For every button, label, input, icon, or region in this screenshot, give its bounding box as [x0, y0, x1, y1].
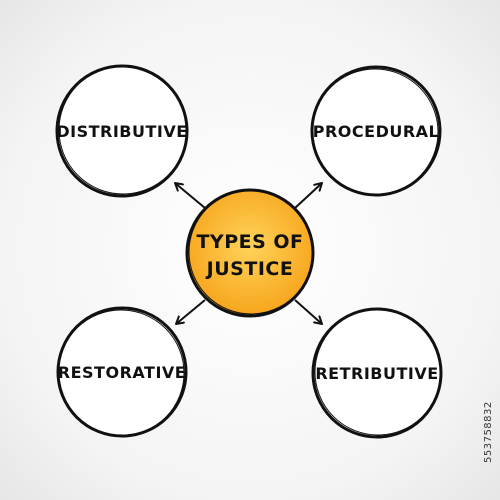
- arrow-to-procedural: [294, 182, 323, 209]
- stock-image-id: 553758832: [483, 401, 494, 463]
- node-label-distributive: DISTRIBUTIVE: [56, 122, 187, 141]
- center-circle-sketch: [188, 189, 314, 315]
- node-label-retributive: RETRIBUTIVE: [315, 364, 438, 383]
- node-label-restorative: RESTORATIVE: [58, 363, 186, 382]
- node-procedural: PROCEDURAL: [310, 65, 442, 197]
- arrow-to-restorative: [175, 299, 206, 325]
- node-circle-sketch: [57, 309, 185, 437]
- node-distributive: DISTRIBUTIVE: [55, 64, 189, 198]
- node-restorative: RESTORATIVE: [56, 306, 188, 438]
- node-circle-sketch: [314, 308, 442, 436]
- center-label-line2: JUSTICE: [205, 258, 294, 280]
- node-label-procedural: PROCEDURAL: [313, 122, 440, 141]
- center-node: TYPES OF JUSTICE: [185, 188, 315, 318]
- node-circle-sketch: [58, 65, 188, 195]
- node-circle-sketch: [311, 68, 439, 196]
- node-retributive: RETRIBUTIVE: [311, 307, 443, 439]
- center-label-line1: TYPES OF: [196, 231, 303, 253]
- arrow-to-retributive: [294, 299, 323, 325]
- arrow-to-distributive: [174, 182, 206, 209]
